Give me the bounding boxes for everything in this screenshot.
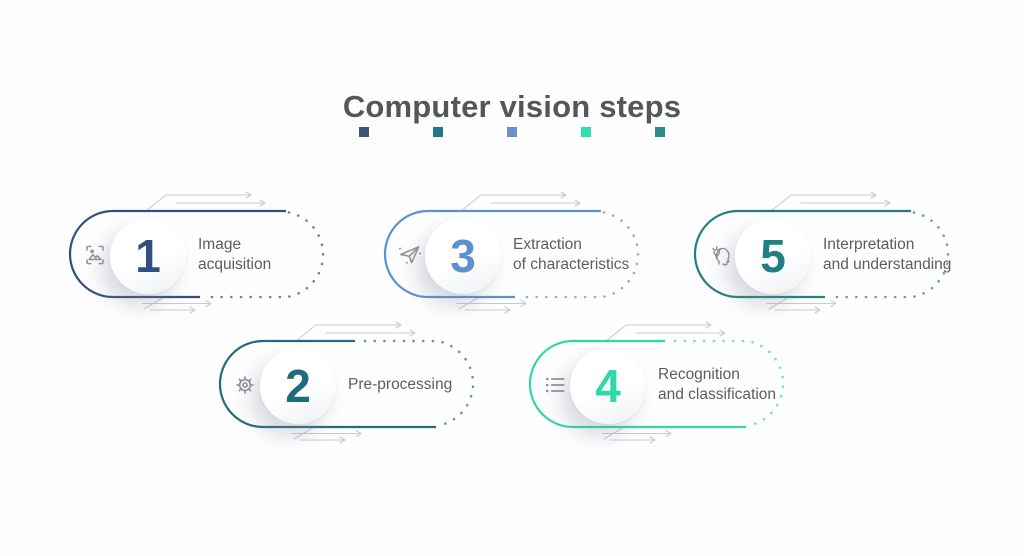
step-number: 2 bbox=[285, 360, 311, 412]
step-5: 5 Interpretation and understanding bbox=[685, 185, 965, 335]
step-capsule-outline bbox=[528, 321, 785, 444]
step-label: Image acquisition bbox=[198, 235, 271, 275]
palette-square bbox=[655, 127, 665, 137]
step-1: 1 Image acquisition bbox=[60, 185, 340, 335]
step-label-line2: and understanding bbox=[823, 256, 952, 273]
step-4: 4 Recognition and classification bbox=[520, 315, 800, 465]
palette-square bbox=[507, 127, 517, 137]
step-number-bubble: 4 bbox=[570, 348, 646, 424]
step-number: 1 bbox=[135, 230, 161, 282]
step-label-line1: Image bbox=[198, 236, 242, 253]
head-idea-icon bbox=[707, 242, 733, 268]
step-capsule-outline bbox=[383, 191, 640, 314]
step-number-bubble: 3 bbox=[425, 218, 501, 294]
paper-plane-icon bbox=[397, 242, 423, 268]
image-scan-icon bbox=[82, 242, 108, 268]
step-label: Pre-processing bbox=[348, 375, 452, 395]
step-label-line1: Extraction bbox=[513, 236, 582, 253]
step-capsule-outline bbox=[68, 191, 325, 314]
step-number: 3 bbox=[450, 230, 476, 282]
step-label-line2: and classification bbox=[658, 386, 777, 403]
gear-icon bbox=[232, 372, 258, 398]
step-2: 2 Pre-processing bbox=[210, 315, 490, 465]
step-label-line1: Interpretation bbox=[823, 236, 915, 253]
step-number-bubble: 2 bbox=[260, 348, 336, 424]
step-label: Recognition and classification bbox=[658, 365, 776, 405]
step-number-bubble: 1 bbox=[110, 218, 186, 294]
palette-square bbox=[433, 127, 443, 137]
title-underline-squares bbox=[0, 127, 1024, 137]
step-number: 4 bbox=[595, 360, 621, 412]
step-capsule-outline bbox=[218, 321, 475, 444]
step-label: Interpretation and understanding bbox=[823, 235, 951, 275]
step-label-line2: acquisition bbox=[198, 256, 272, 273]
step-label-line2: of characteristics bbox=[513, 256, 630, 273]
step-3: 3 Extraction of characteristics bbox=[375, 185, 655, 335]
palette-square bbox=[581, 127, 591, 137]
step-label-line1: Recognition bbox=[658, 366, 740, 383]
step-label: Extraction of characteristics bbox=[513, 235, 629, 275]
step-number: 5 bbox=[760, 230, 786, 282]
bullet-list-icon bbox=[542, 372, 568, 398]
palette-square bbox=[359, 127, 369, 137]
step-capsule-outline bbox=[693, 191, 950, 314]
page-title: Computer vision steps bbox=[342, 88, 682, 124]
step-label-line1: Pre-processing bbox=[348, 376, 453, 393]
step-number-bubble: 5 bbox=[735, 218, 811, 294]
